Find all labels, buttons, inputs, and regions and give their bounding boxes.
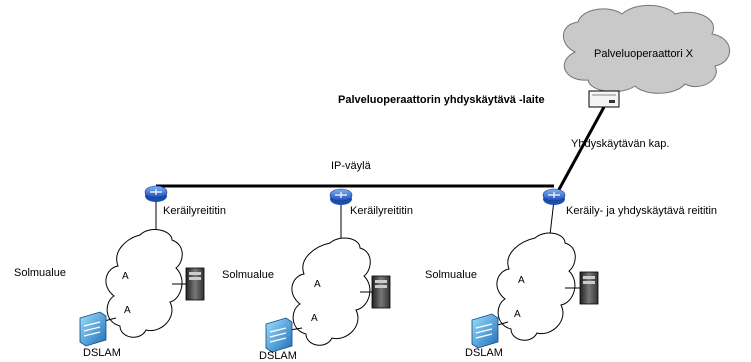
router-label-3: Keräily- ja yhdyskäytävä reititin: [566, 205, 718, 217]
area-label-3: Solmualue: [425, 269, 477, 281]
provider-cloud-label: Palveluoperaattori X: [594, 48, 694, 60]
site-cloud-1: [105, 229, 183, 338]
link-letter-3b: A: [514, 309, 521, 320]
dslam-icon-2: [265, 317, 293, 353]
area-label-1: Solmualue: [14, 267, 66, 279]
dslam-icon-1: [79, 311, 107, 347]
gateway-link-label: Yhdyskäytävän kap.: [571, 138, 670, 150]
router-icon-3: [542, 188, 566, 205]
dslam-label-1: DSLAM: [83, 347, 121, 359]
site-cloud-3: [496, 232, 576, 341]
link-letter-2a: A: [314, 279, 321, 290]
link-letter-2b: A: [311, 313, 318, 324]
dslam-label-2: DSLAM: [259, 350, 297, 362]
backbone-label: IP-väylä: [331, 160, 371, 172]
router-icon-1: [144, 185, 168, 202]
site-cloud-2: [291, 237, 371, 346]
router-label-2: Keräilyreititin: [350, 205, 413, 217]
router-icon-2: [329, 188, 353, 205]
gateway-device-icon: [588, 90, 620, 108]
dslam-label-3: DSLAM: [465, 347, 503, 359]
server-icon-3: [579, 271, 599, 305]
area-label-2: Solmualue: [222, 269, 274, 281]
link-letter-3a: A: [518, 275, 525, 286]
gateway-device-label: Palveluoperaattorin yhdyskäytävä -laite: [338, 94, 545, 106]
router-label-1: Keräilyreititin: [163, 205, 226, 217]
server-icon-1: [185, 267, 205, 301]
gateway-link: [554, 106, 606, 196]
link-letter-1a: A: [122, 271, 129, 282]
link-letter-1b: A: [124, 305, 131, 316]
dslam-icon-3: [471, 313, 499, 349]
server-icon-2: [371, 275, 391, 309]
router-uplink-3: [549, 199, 555, 236]
